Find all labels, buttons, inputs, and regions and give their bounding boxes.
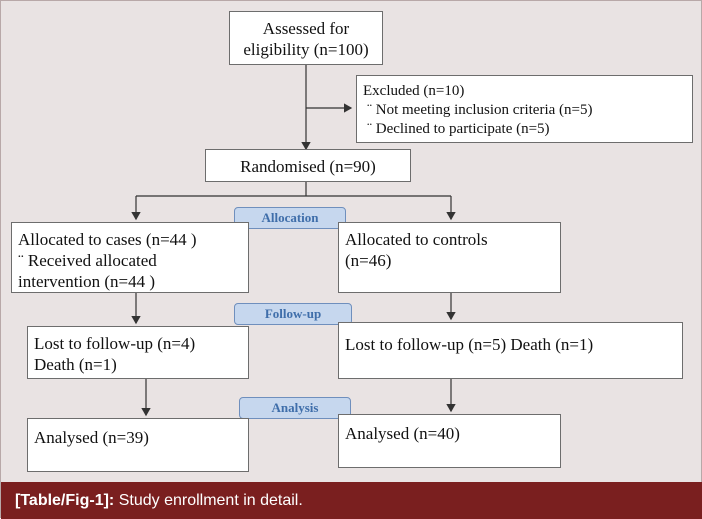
box-lost-controls: Lost to follow-up (n=5) Death (n=1) [338, 322, 683, 379]
caption-ref: [Table/Fig-1]: [15, 492, 115, 509]
stage-allocation: Allocation [234, 207, 346, 229]
box-cases: Allocated to cases (n=44 ) ¨ Received al… [11, 222, 249, 293]
excluded-title: Excluded (n=10) [363, 83, 465, 99]
cases-line1: Allocated to cases (n=44 ) [18, 230, 197, 249]
stage-analysis: Analysis [239, 397, 351, 419]
assessed-line2: eligibility (n=100) [243, 40, 369, 59]
box-analysed-cases: Analysed (n=39) [27, 418, 249, 472]
lost-controls-line1: Lost to follow-up (n=5) Death (n=1) [345, 335, 594, 354]
analysed-cases-label: Analysed (n=39) [34, 428, 149, 447]
stage-analysis-label: Analysis [271, 400, 319, 415]
box-assessed: Assessed for eligibility (n=100) [229, 11, 383, 65]
lost-cases-line2: Death (n=1) [34, 355, 117, 374]
box-randomised: Randomised (n=90) [205, 149, 411, 182]
lost-cases-line1: Lost to follow-up (n=4) [34, 334, 196, 353]
box-controls: Allocated to controls (n=46) [338, 222, 561, 293]
cases-line3: intervention (n=44 ) [18, 272, 156, 291]
cases-line2: ¨ Received allocated [18, 251, 157, 270]
analysed-controls-label: Analysed (n=40) [345, 424, 460, 443]
stage-followup: Follow-up [234, 303, 352, 325]
connector-lines [131, 65, 456, 417]
caption-text: Study enrollment in detail. [118, 492, 303, 509]
figure-caption: [Table/Fig-1]: Study enrollment in detai… [1, 482, 702, 519]
assessed-line1: Assessed for [262, 19, 350, 38]
excluded-item-2: ¨ Declined to participate (n=5) [367, 121, 550, 137]
controls-line2: (n=46) [345, 251, 392, 270]
stage-allocation-label: Allocation [261, 210, 319, 225]
box-analysed-controls: Analysed (n=40) [338, 414, 561, 468]
controls-line1: Allocated to controls [345, 230, 488, 249]
randomised-label: Randomised (n=90) [240, 157, 376, 176]
stage-followup-label: Follow-up [264, 306, 322, 321]
box-lost-cases: Lost to follow-up (n=4) Death (n=1) [27, 326, 249, 379]
box-excluded: Excluded (n=10) ¨ Not meeting inclusion … [356, 75, 693, 143]
excluded-item-1: ¨ Not meeting inclusion criteria (n=5) [367, 102, 593, 118]
